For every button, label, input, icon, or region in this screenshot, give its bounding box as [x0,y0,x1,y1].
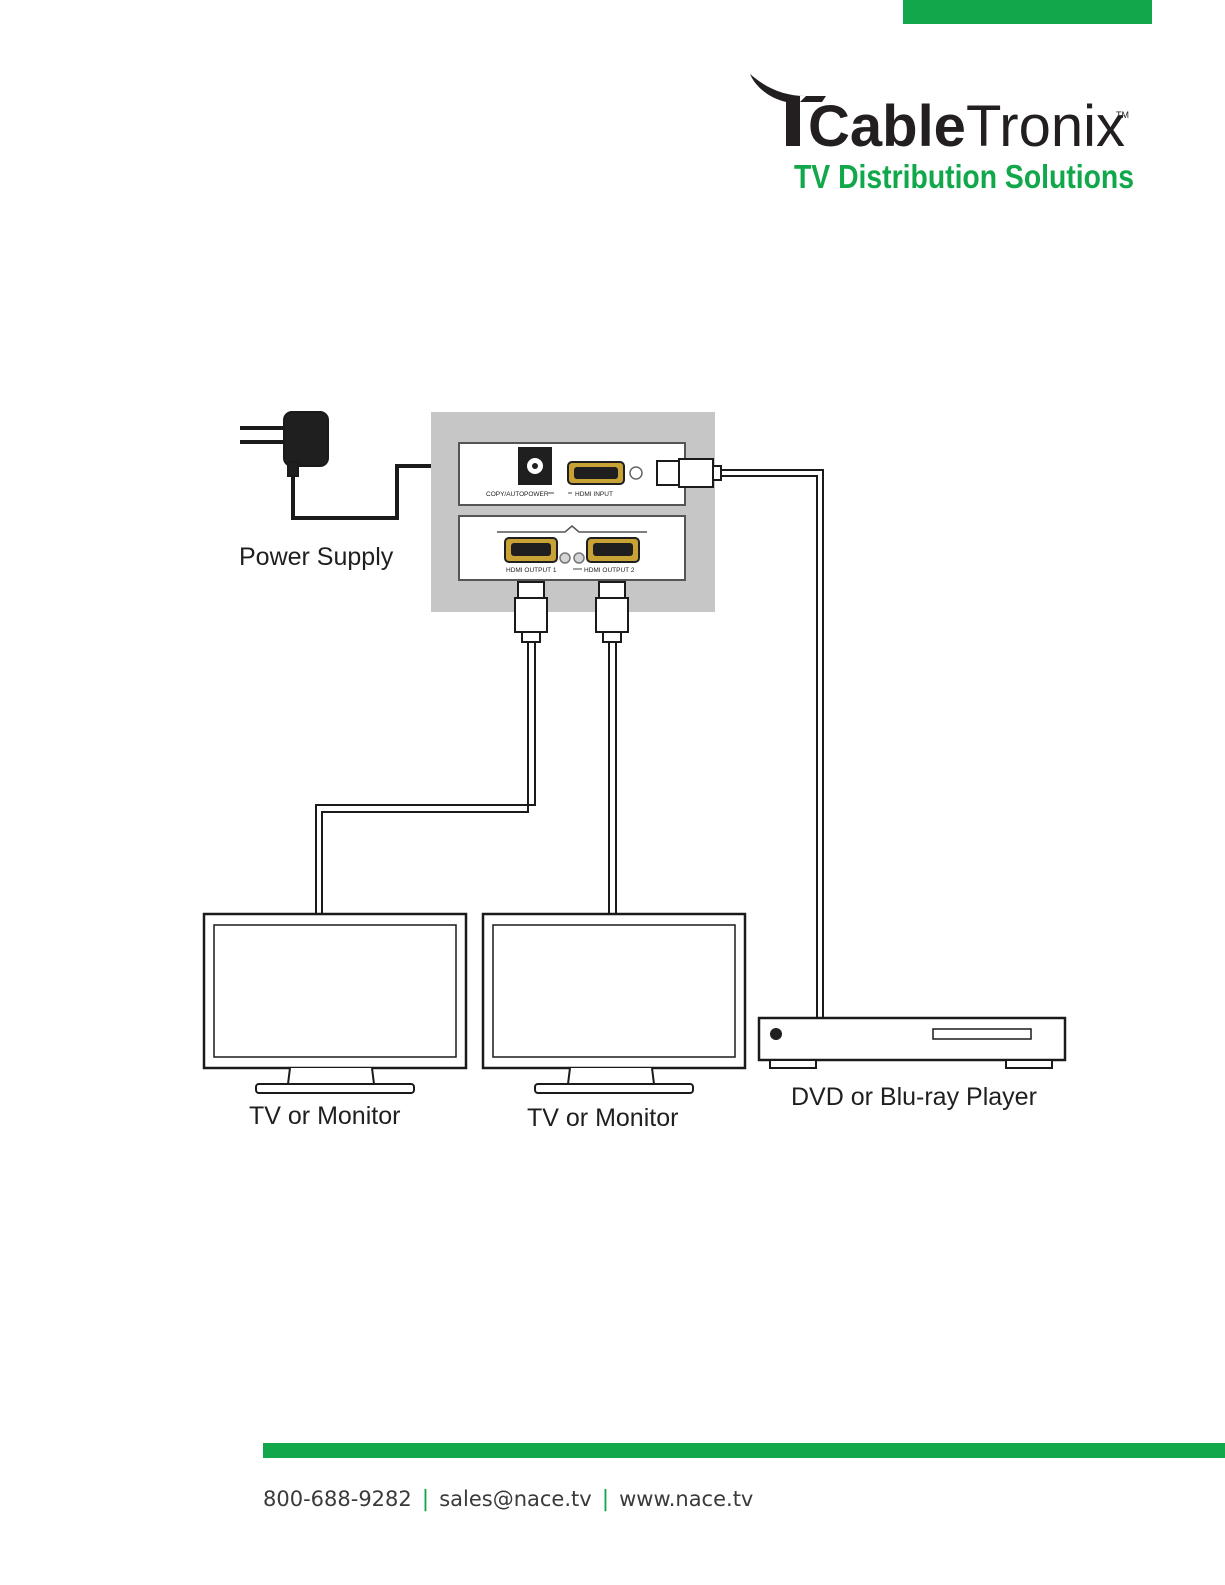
label-tv-monitor-1: TV or Monitor [249,1102,400,1131]
footer-website[interactable]: www.nace.tv [619,1487,753,1511]
dvd-bluray-player-icon [759,1018,1065,1068]
hdmi-output-cable-1 [316,582,547,914]
footer-contact: 800-688-9282 | sales@nace.tv | www.nace.… [263,1484,753,1514]
port-label-hdmi-input: HDMI INPUT [575,491,613,498]
footer-separator: | [422,1487,429,1512]
hdmi-output-cable-2 [596,582,628,914]
footer-accent-bar [263,1443,1225,1458]
tv-monitor-2-icon [483,914,745,1093]
tv-monitor-1-icon [204,914,466,1093]
footer-email[interactable]: sales@nace.tv [439,1487,592,1511]
label-power-supply: Power Supply [239,543,393,572]
port-label-copy-auto: COPY/AUTO [486,491,524,498]
port-label-hdmi-output-2: HDMI OUTPUT 2 [584,567,635,574]
footer-phone[interactable]: 800-688-9282 [263,1487,412,1511]
port-label-power: POWER [524,491,549,498]
label-dvd-bluray-player: DVD or Blu-ray Player [791,1083,1037,1112]
port-label-hdmi-output-1: HDMI OUTPUT 1 [506,567,557,574]
hdmi-splitter-device [431,412,715,612]
footer-separator: | [602,1487,609,1512]
label-tv-monitor-2: TV or Monitor [527,1104,678,1133]
